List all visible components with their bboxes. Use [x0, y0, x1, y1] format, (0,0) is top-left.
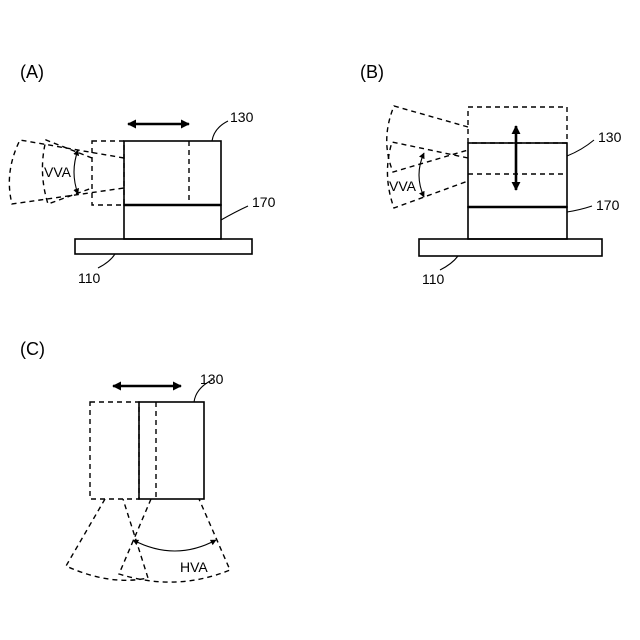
- angle-label-a: VVA: [44, 164, 72, 180]
- table-leader: [440, 256, 458, 270]
- table-ref-label: 110: [78, 270, 101, 286]
- view-cone-left: [66, 499, 148, 580]
- base-ref-label: 170: [596, 197, 620, 213]
- camera-130: [139, 402, 204, 499]
- camera-shifted-outline: [90, 402, 139, 499]
- base-leader: [221, 206, 248, 220]
- camera-130: [124, 141, 221, 205]
- camera-leader: [567, 140, 594, 156]
- camera-shifted-outline: [468, 107, 567, 143]
- hva-angle-arc: [133, 540, 216, 551]
- vva-angle-arc: [74, 150, 78, 194]
- panel-a: (A) 110 170 130 VVA: [9, 62, 275, 286]
- panel-b: (B) 110 170 130 VVA: [360, 62, 622, 287]
- table-110: [419, 239, 602, 256]
- view-cone-upper: [387, 106, 468, 172]
- table-110: [75, 239, 252, 254]
- angle-label-b: VVA: [389, 178, 417, 194]
- base-170: [124, 205, 221, 239]
- view-cone-lower: [387, 142, 468, 208]
- table-ref-label: 110: [422, 271, 445, 287]
- angle-label-c: HVA: [180, 559, 208, 575]
- camera-ref-label: 130: [598, 129, 622, 145]
- base-leader: [567, 206, 592, 212]
- camera-ref-label: 130: [230, 109, 254, 125]
- vva-angle-arc: [419, 153, 424, 197]
- camera-shifted-outline: [92, 141, 124, 205]
- panel-c-label: (C): [20, 339, 45, 359]
- camera-ref-label: 130: [200, 371, 224, 387]
- camera-leader: [212, 121, 228, 141]
- panel-b-label: (B): [360, 62, 384, 82]
- base-ref-label: 170: [252, 194, 276, 210]
- panel-a-label: (A): [20, 62, 44, 82]
- base-170: [468, 207, 567, 239]
- panel-c: (C) 130 HVA: [20, 339, 230, 582]
- camera-130: [468, 143, 567, 207]
- table-leader: [98, 254, 115, 268]
